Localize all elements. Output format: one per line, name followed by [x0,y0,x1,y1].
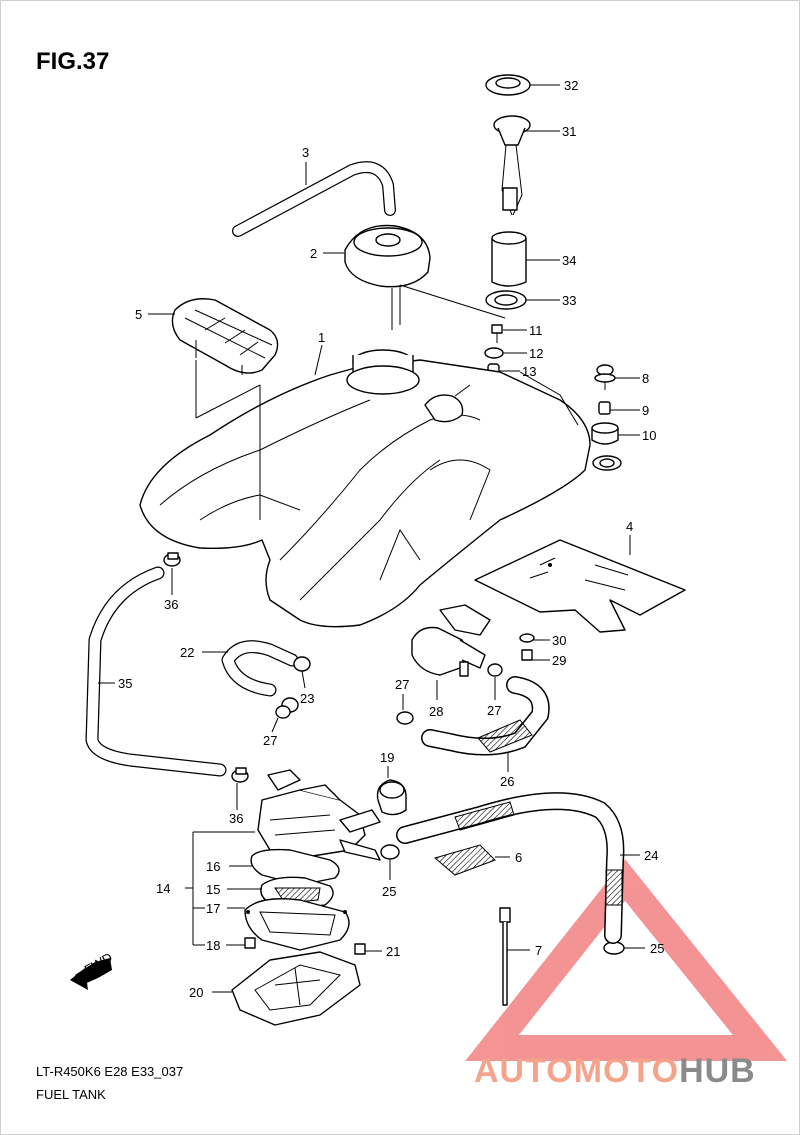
callout-9: 9 [642,403,649,418]
callout-21: 21 [386,944,400,959]
callout-25-lower: 25 [650,941,664,956]
callout-27-left: 27 [263,733,277,748]
part-34-filter [491,231,560,287]
callout-27-right: 27 [487,703,501,718]
part-20-protector [212,951,361,1026]
part-36-clamp-lower [231,767,249,810]
callout-28: 28 [429,704,443,719]
watermark-text-a: AUTOMOTO [474,1052,680,1090]
callout-7: 7 [535,943,542,958]
part-23-clamp [281,656,311,713]
callout-35: 35 [118,676,132,691]
callout-32: 32 [564,78,578,93]
part-22-hose [202,640,299,697]
callout-6: 6 [515,850,522,865]
part-33-gasket [485,290,560,310]
callout-14: 14 [156,881,170,896]
forward-arrow-icon [70,958,112,990]
part-4-heat-shield [474,535,686,633]
part-19-cap [376,766,407,816]
callout-24: 24 [644,848,658,863]
part-27-clamp-right [487,663,503,700]
callout-17: 17 [206,901,220,916]
watermark-text-b: HUB [679,1052,756,1090]
callout-12: 12 [529,346,543,361]
callout-13: 13 [522,364,536,379]
callout-15: 15 [206,882,220,897]
part-12-washer [484,347,527,359]
callout-11: 11 [529,323,543,338]
callout-5: 5 [135,307,142,322]
watermark-logo [465,859,788,1061]
part-21-screw [354,943,382,955]
part-30-washer [519,633,550,643]
part-16-gasket [229,848,340,886]
callout-2: 2 [310,246,317,261]
callout-23: 23 [300,691,314,706]
part-27-clamp-center [396,694,414,725]
part-17-plate [227,898,350,951]
callout-18: 18 [206,938,220,953]
part-24-hose [396,792,640,944]
part-35-fuel-hose [85,566,227,777]
figure-title: FIG.37 [36,48,110,75]
callout-25-upper: 25 [382,884,396,899]
part-32-seal [485,74,560,96]
part-26-hose [421,676,550,772]
callout-19: 19 [380,750,394,765]
part-25-clamp-upper [380,844,400,880]
part-31-sender-unit [493,115,560,216]
part-8-bolt [594,364,640,390]
part-36-clamp-upper [163,552,181,595]
watermark-text: AUTOMOTOHUB [474,1052,756,1091]
part-11-screw [491,324,527,343]
part-2-fuel-cap [323,224,431,330]
callout-16: 16 [206,859,220,874]
part-27-clamp-left [271,705,291,733]
part-6-hose-protector [433,844,510,876]
callout-31: 31 [562,124,576,139]
callout-labels: 1 2 3 4 5 6 7 8 9 10 11 12 13 14 15 16 1… [82,78,665,1000]
callout-36-upper: 36 [164,597,178,612]
callout-4: 4 [626,519,633,534]
part-29-screw [521,649,550,661]
part-18-screw [226,937,256,949]
callout-10: 10 [642,428,656,443]
callout-8: 8 [642,371,649,386]
callout-22: 22 [180,645,194,660]
part-14-fuel-pump [185,769,381,946]
part-9-collar [598,401,640,415]
part-28-fuel-valve [411,604,491,700]
callout-36-lower: 36 [229,811,243,826]
callout-33: 33 [562,293,576,308]
callout-1: 1 [318,330,325,345]
callout-3: 3 [302,145,309,160]
callout-20: 20 [189,985,203,1000]
part-5-cushion [148,298,279,375]
callout-27-center: 27 [395,677,409,692]
figure-caption: FUEL TANK [36,1087,106,1102]
callout-30: 30 [552,633,566,648]
callout-26: 26 [500,774,514,789]
part-1-fuel-tank [139,284,622,628]
part-3-breather-hose [232,161,396,237]
callout-29: 29 [552,653,566,668]
part-7-cable-tie [499,907,530,1006]
callout-34: 34 [562,253,576,268]
figure-code: LT-R450K6 E28 E33_037 [36,1064,184,1079]
part-10-grommet [591,422,640,445]
